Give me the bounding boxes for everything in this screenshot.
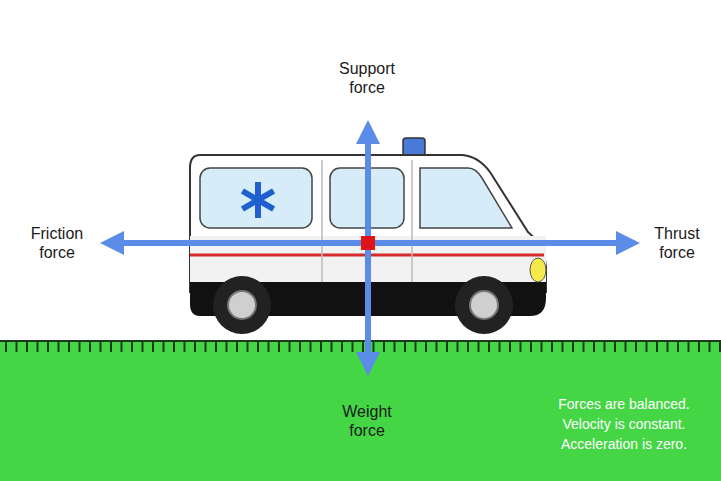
force-arrows <box>112 132 628 364</box>
ground-edge <box>0 340 721 342</box>
note-text: Velocity is constant. <box>563 416 686 433</box>
ground-ticks <box>6 341 720 352</box>
force-label: Friction force <box>15 224 99 262</box>
note-text: Forces are balanced. <box>558 396 690 413</box>
note-text: Acceleration is zero. <box>561 436 687 453</box>
force-label: Support force <box>325 59 409 97</box>
force-label: Weight force <box>325 402 409 440</box>
ground <box>0 340 721 481</box>
force-label: Thrust force <box>642 224 712 262</box>
